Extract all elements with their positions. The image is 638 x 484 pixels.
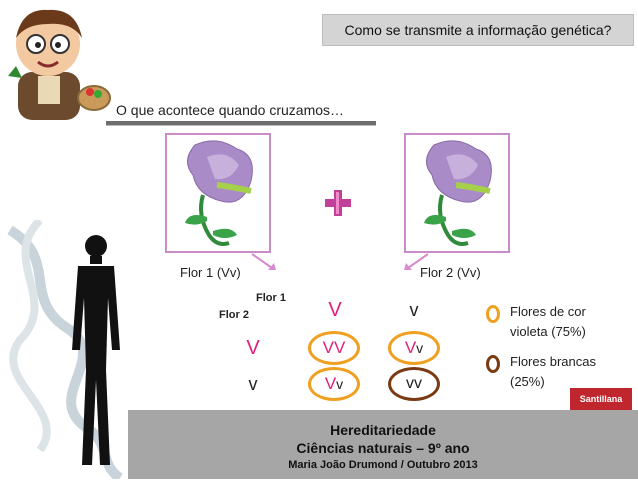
legend-white-text: Flores brancas (25%) bbox=[510, 354, 596, 389]
punnett-corner-left: Flor 2 bbox=[219, 309, 249, 321]
genotype-text: vv bbox=[406, 375, 422, 392]
divider-shadow bbox=[106, 125, 376, 126]
punnett-row-header: v bbox=[248, 373, 258, 394]
phenotype-ring-violet bbox=[388, 331, 440, 365]
genotype-text: VV bbox=[322, 338, 346, 357]
flower-1-image bbox=[165, 133, 271, 253]
phenotype-ring-white bbox=[388, 367, 440, 401]
dna-human-illustration bbox=[0, 217, 130, 483]
publisher-logo: Santillana bbox=[570, 388, 632, 410]
question-text: O que acontece quando cruzamos… bbox=[116, 102, 345, 118]
footer-author: Maria João Drumond / Outubro 2013 bbox=[288, 459, 478, 471]
punnett-col-header: V bbox=[328, 298, 342, 321]
flower-2-label: Flor 2 (Vv) bbox=[420, 265, 481, 280]
punnett-row-header: V bbox=[246, 336, 260, 359]
page-title: Como se transmite a informação genética? bbox=[322, 14, 634, 46]
legend-violet-text: Flores de cor violeta (75%) bbox=[510, 304, 586, 339]
genotype-cell: vv bbox=[388, 367, 440, 401]
divider bbox=[106, 121, 376, 125]
flower-1-pointer bbox=[250, 252, 280, 272]
genotype-cell: Vv bbox=[388, 331, 440, 365]
flower-2-pointer bbox=[400, 252, 430, 272]
flower-1-label: Flor 1 (Vv) bbox=[180, 265, 241, 280]
genotype-text: Vv bbox=[404, 338, 424, 357]
punnett-corner-top: Flor 1 bbox=[256, 292, 286, 304]
footer-title: Hereditariedade bbox=[330, 422, 436, 438]
footer-subtitle: Ciências naturais – 9º ano bbox=[296, 440, 470, 456]
flower-2-image bbox=[404, 133, 510, 253]
genotype-cell: VV bbox=[308, 331, 360, 365]
footer: Hereditariedade Ciências naturais – 9º a… bbox=[128, 410, 638, 479]
legend-violet-marker bbox=[486, 305, 500, 323]
genotype-text: Vv bbox=[324, 374, 344, 393]
punnett-col-header: v bbox=[409, 299, 419, 320]
phenotype-ring-violet bbox=[308, 367, 360, 401]
phenotype-ring-violet bbox=[308, 331, 360, 365]
legend-white-marker bbox=[486, 355, 500, 373]
mascot-illustration bbox=[2, 2, 114, 120]
plus-icon bbox=[323, 188, 353, 218]
genotype-cell: Vv bbox=[308, 367, 360, 401]
